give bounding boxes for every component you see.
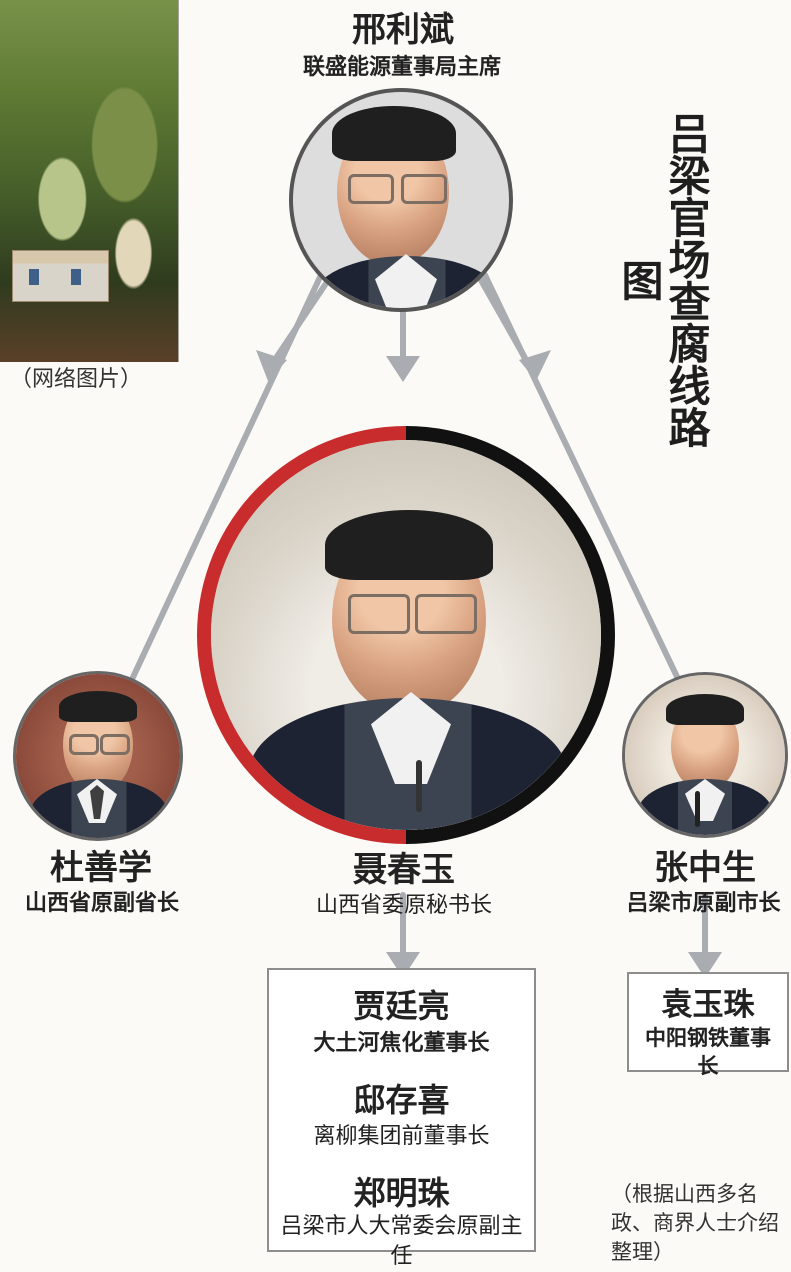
diagram-title: 吕梁官场查腐线路图 (615, 112, 711, 448)
photo-caption: （网络图片） (10, 367, 143, 392)
source-note: （根据山西多名政、商界人士介绍整理） (611, 1182, 779, 1264)
top-person-name: 邢利斌 (352, 10, 454, 50)
right-person-avatar (622, 672, 788, 838)
top-person-role: 联盛能源董事局主席 (302, 54, 501, 80)
center-group-name-1: 贾廷亮 (353, 987, 450, 1025)
right-related-group: 袁玉珠 中阳钢铁董事长 (627, 972, 789, 1078)
center-group-role-1: 大土河焦化董事长 (313, 1030, 490, 1056)
house-image (12, 250, 109, 302)
landscape-photo (0, 0, 179, 362)
center-person-role: 山西省委原秘书长 (315, 893, 492, 918)
left-person-avatar (13, 671, 183, 841)
right-group-role-1: 中阳钢铁董事长 (645, 1025, 771, 1078)
center-group-role-2: 离柳集团前董事长 (313, 1124, 490, 1149)
center-group-name-2: 邸存喜 (353, 1081, 450, 1119)
left-person-role: 山西省原副省长 (24, 890, 179, 916)
center-related-group: 贾廷亮 大土河焦化董事长 邸存喜 离柳集团前董事长 郑明珠 吕梁市人大常委会原副… (267, 968, 536, 1269)
center-person-avatar (197, 426, 615, 844)
left-person-name: 杜善学 (50, 848, 152, 888)
center-group-name-3: 郑明珠 (353, 1174, 450, 1212)
center-person-name: 聂春玉 (353, 850, 455, 890)
center-group-role-3: 吕梁市人大常委会原副主任 (280, 1214, 523, 1269)
right-person-role: 吕梁市原副市长 (626, 890, 781, 916)
right-person-name: 张中生 (654, 848, 756, 888)
right-group-name-1: 袁玉珠 (661, 987, 755, 1023)
top-person-avatar (289, 88, 513, 312)
